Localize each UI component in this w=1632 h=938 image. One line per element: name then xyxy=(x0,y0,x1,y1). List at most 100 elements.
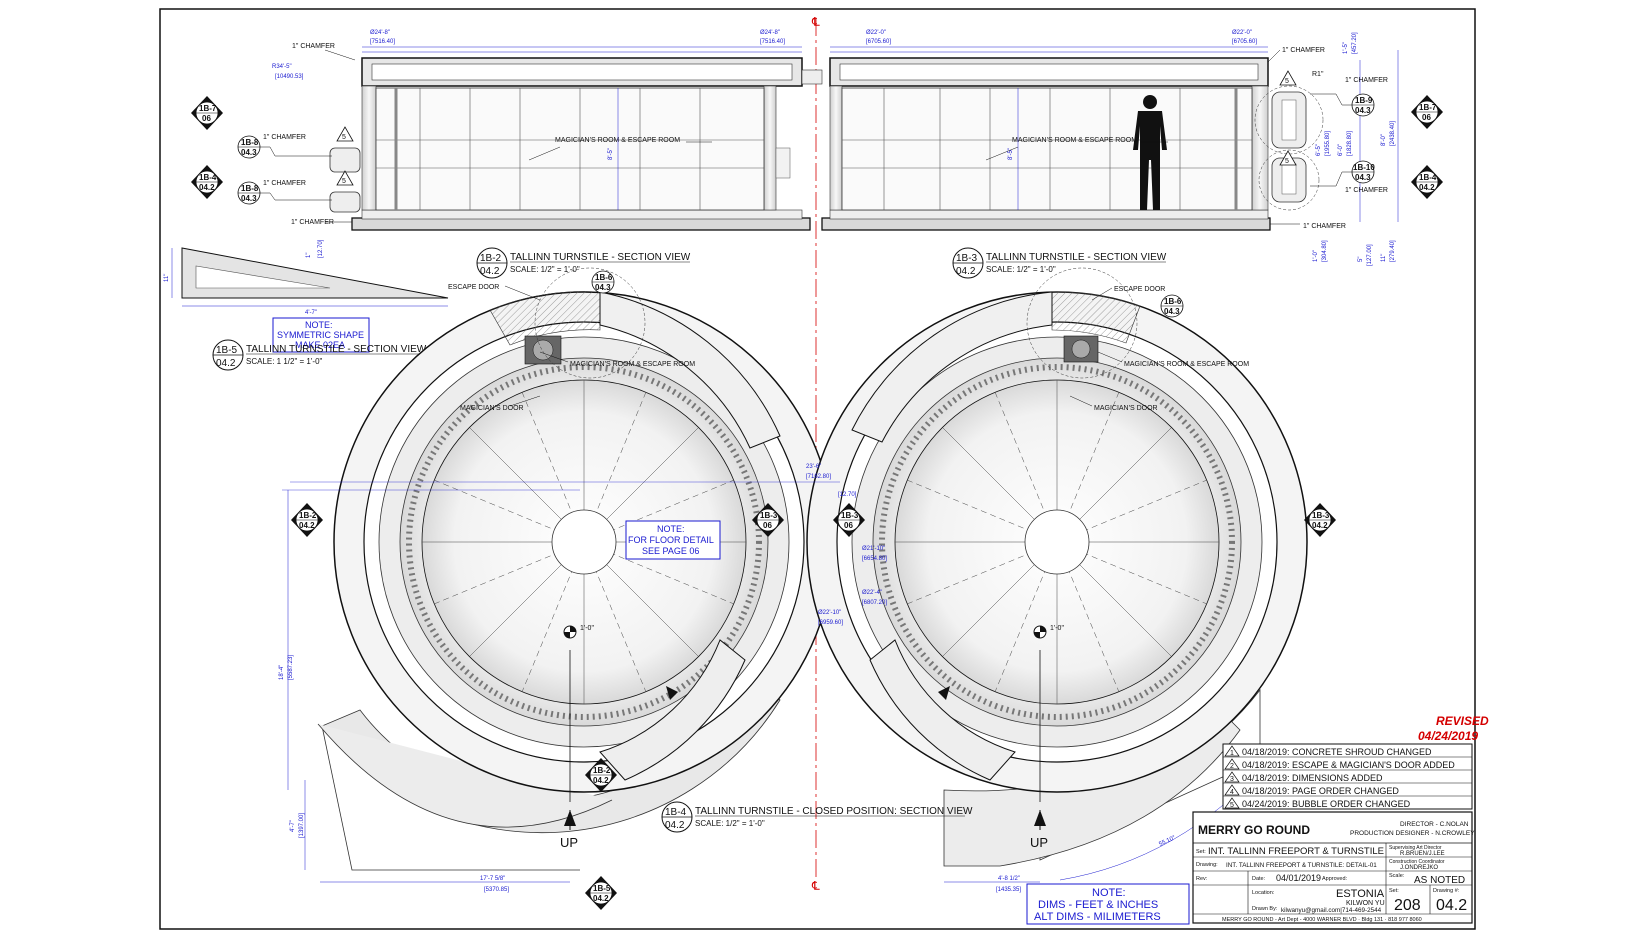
right-elev-bubble-1[interactable]: 1B-9 04.3 xyxy=(1310,93,1375,117)
right-elev-bubble-3[interactable]: 1B-7 06 xyxy=(1411,95,1443,129)
left-plan-bubble-2[interactable]: 1B-2 04.2 xyxy=(291,503,323,537)
revision-text: 04/24/2019: BUBBLE ORDER CHANGED xyxy=(1242,799,1411,809)
middle-dim-3: [12.70] xyxy=(838,492,857,498)
right-plan-escape-door: ESCAPE DOOR xyxy=(1114,286,1165,293)
right-elev-title: TALLINN TURNSTILE - SECTION VIEW xyxy=(986,252,1167,263)
person-silhouette xyxy=(1133,95,1167,210)
left-plan: 1'-0" UP ESCAPE DOOR MAGICIAN'S ROOM & E… xyxy=(279,267,835,910)
right-elev-title-bubble[interactable]: 1B-3 04.2 xyxy=(952,247,984,279)
right-plan-magicians-door: MAGICIAN'S DOOR xyxy=(1094,405,1158,412)
set-name: INT. TALLINN FREEPORT & TURNSTILE xyxy=(1208,846,1384,857)
scale-label: Scale: xyxy=(1389,873,1405,879)
bubble-text: 1B-2 xyxy=(593,766,611,775)
right-elev-dim-18: 11" xyxy=(1381,254,1387,262)
closed-view-title-bubble[interactable]: 1B-4 04.2 xyxy=(661,801,693,833)
left-elev-bubble-1[interactable]: 1B-7 06 xyxy=(191,96,223,130)
left-elev-bubble-2[interactable]: 1B-8 04.3 xyxy=(237,135,332,159)
left-chamfer-4: 1" CHAMFER xyxy=(291,219,334,226)
right-elev-dim-16: 5" xyxy=(1358,257,1364,262)
project-name: MERRY GO ROUND xyxy=(1198,823,1310,837)
drawing-label: Drawing: xyxy=(1196,862,1218,868)
right-elev-dim-6: 1'-5" xyxy=(1343,42,1349,54)
revision-row-2: 2 04/18/2019: ESCAPE & MAGICIAN'S DOOR A… xyxy=(1224,758,1455,770)
bubble-text: 04.3 xyxy=(595,283,611,292)
bubble-text: 04.3 xyxy=(241,194,257,203)
wedge-scale: SCALE: 1 1/2" = 1'-0" xyxy=(246,357,323,366)
revision-row-3: 3 04/18/2019: DIMENSIONS ADDED xyxy=(1224,771,1383,783)
left-elev-title-bubble[interactable]: 1B-2 04.2 xyxy=(476,247,508,279)
left-elev-title: TALLINN TURNSTILE - SECTION VIEW xyxy=(510,252,691,263)
right-elev-dim-2: [6705.60] xyxy=(866,39,891,45)
set-number: 208 xyxy=(1394,897,1421,914)
bubble-text: 1B-8 xyxy=(241,138,259,147)
middle-dim-4: Ø22'-10" xyxy=(818,610,841,616)
revision-row-4: 4 04/18/2019: PAGE ORDER CHANGED xyxy=(1224,784,1399,796)
closed-view-scale: SCALE: 1/2" = 1'-0" xyxy=(695,819,765,828)
bubble-text: 1B-10 xyxy=(1353,163,1375,172)
left-plan-bubble-1[interactable]: 1B-6 04.3 xyxy=(591,270,615,294)
bubble-text: 06 xyxy=(1422,113,1431,122)
supervisor-label: Supervising Art Director xyxy=(1389,845,1442,851)
right-plan-bubble-1[interactable]: 1B-6 04.3 xyxy=(1160,294,1184,318)
wedge-note-3: MAKE 02EA xyxy=(295,340,345,350)
left-elev-bubble-3[interactable]: 1B-4 04.2 xyxy=(191,165,223,199)
left-plan-center-dim: 1'-0" xyxy=(580,625,594,632)
right-up-label: UP xyxy=(1030,835,1048,850)
left-chamfer-3: 1" CHAMFER xyxy=(263,180,306,187)
title-block-footer: MERRY GO ROUND - Art Dept - 4000 WARNER … xyxy=(1222,917,1422,923)
bubble-text: 1B-7 xyxy=(1419,103,1437,112)
bubble-text: 04.2 xyxy=(593,776,609,785)
dims-note-1: NOTE: xyxy=(1092,887,1126,899)
left-plan-dim-2: [5587.23] xyxy=(288,655,294,680)
bubble-text: 04.2 xyxy=(1419,183,1435,192)
left-plan-dim-4: [1397.00] xyxy=(299,813,305,838)
wedge-title-bubble[interactable]: 1B-5 04.2 xyxy=(212,339,244,371)
set-label: Set: xyxy=(1196,849,1206,855)
left-plan-dim-3: 4'-7" xyxy=(290,820,296,832)
right-elev-bubble-2[interactable]: 1B-10 04.3 xyxy=(1310,160,1375,187)
floor-note-3: SEE PAGE 06 xyxy=(642,546,699,556)
right-plan-dim-3: Ø22'-4" xyxy=(862,590,882,596)
left-elev-bubble-4[interactable]: 1B-8 04.3 xyxy=(237,181,332,205)
revision-num: 4 xyxy=(1230,789,1234,796)
revision-row-5: 5 04/24/2019: BUBBLE ORDER CHANGED xyxy=(1224,797,1411,809)
wedge-height-dim: 11" xyxy=(164,274,170,282)
bubble-text: 1B-3 xyxy=(1312,511,1330,520)
left-plan-bubble-4[interactable]: 1B-2 04.2 xyxy=(585,758,617,792)
right-plan-bubble-3[interactable]: 1B-3 04.2 xyxy=(1304,503,1336,537)
date-value: 04/01/2019 xyxy=(1276,873,1321,883)
rev-label: Rev: xyxy=(1196,876,1208,882)
right-elev-bubble-4[interactable]: 1B-4 04.2 xyxy=(1411,165,1443,199)
right-plan: 1'-0" UP ESCAPE DOOR MAGICIAN'S ROOM & E… xyxy=(806,267,1336,893)
set-no-label: Set: xyxy=(1389,888,1399,894)
bubble-text: 1B-9 xyxy=(1355,96,1373,105)
right-chamfer-3: 1" CHAMFER xyxy=(1345,187,1388,194)
right-elev-dim-5: R1" xyxy=(1312,71,1324,78)
left-plan-bubble-5[interactable]: 1B-5 04.2 xyxy=(585,876,617,910)
left-plan-escape-door: ESCAPE DOOR xyxy=(448,284,499,291)
revision-text: 04/18/2019: ESCAPE & MAGICIAN'S DOOR ADD… xyxy=(1242,760,1455,770)
right-rev-mark-1: 5 xyxy=(1285,78,1289,85)
revision-row-1: 1 04/18/2019: CONCRETE SHROUD CHANGED xyxy=(1224,745,1432,757)
director: DIRECTOR - C.NOLAN xyxy=(1400,821,1469,828)
right-elev-dim-8: 6'-5" xyxy=(1316,144,1322,156)
left-plan-room-label: MAGICIAN'S ROOM & ESCAPE ROOM xyxy=(570,361,695,368)
right-plan-dim-4: [6807.20] xyxy=(862,600,887,606)
left-plan-dim-1: 18'-4" xyxy=(279,665,285,680)
bubble-text: 1B-2 xyxy=(299,511,317,520)
right-plan-bubble-2[interactable]: 1B-3 06 xyxy=(833,503,865,537)
right-elev-dim-1: Ø22'-0" xyxy=(866,30,886,36)
left-plan-dim-6: [5370.85] xyxy=(484,887,509,893)
wedge-note-2: SYMMETRIC SHAPE xyxy=(277,330,364,340)
right-elevation: MAGICIAN'S ROOM & ESCAPE ROOM 8'-5" Ø22'… xyxy=(821,30,1443,279)
revision-table: 1 04/18/2019: CONCRETE SHROUD CHANGED 2 … xyxy=(1222,743,1473,810)
bubble-text: 1B-3 xyxy=(841,511,859,520)
drawn-by: KILWON YU xyxy=(1346,900,1385,907)
bubble-text: 1B-3 xyxy=(956,253,978,264)
left-elev-dim-3: Ø24'-8" xyxy=(760,30,780,36)
revision-text: 04/18/2019: PAGE ORDER CHANGED xyxy=(1242,786,1399,796)
left-plan-magicians-door: MAGICIAN'S DOOR xyxy=(460,405,524,412)
left-plan-bubble-3[interactable]: 1B-3 06 xyxy=(752,503,784,537)
right-plan-dim-5: 4'-8 1/2" xyxy=(998,876,1020,882)
right-plan-dim-1: Ø21'-10" xyxy=(862,546,885,552)
